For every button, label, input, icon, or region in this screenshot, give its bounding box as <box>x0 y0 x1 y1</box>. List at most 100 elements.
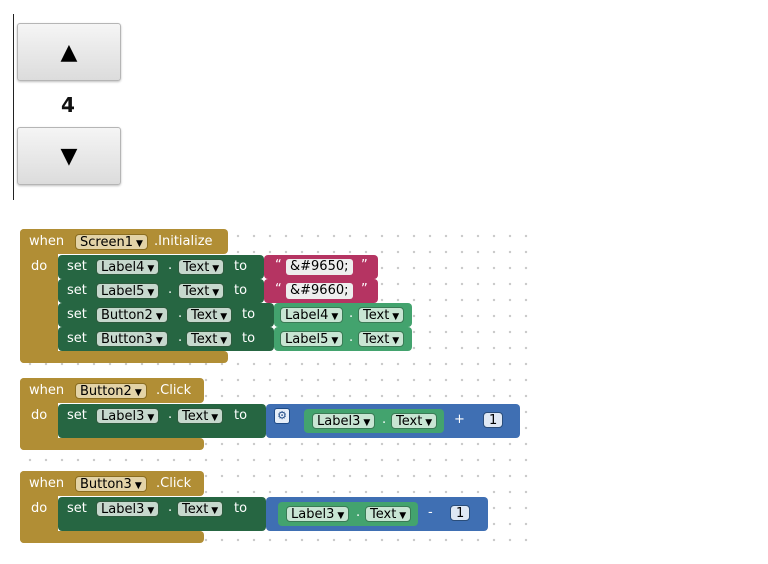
set-label3-block[interactable]: set Label3▼ . Text▼ to <box>58 404 266 438</box>
component-dropdown[interactable]: Button2▼ <box>75 383 147 399</box>
blocks-workspace[interactable]: when Screen1▼ .Initialize do set Label4▼… <box>18 224 528 554</box>
property-dropdown[interactable]: Text▼ <box>178 283 225 299</box>
open-quote: “ <box>275 258 282 273</box>
component-name: Label4 <box>285 308 329 323</box>
dropdown-arrow-icon: ▼ <box>147 506 155 516</box>
dropdown-arrow-icon: ▼ <box>135 239 143 249</box>
dropdown-arrow-icon: ▼ <box>147 264 155 274</box>
component-dropdown[interactable]: Button3▼ <box>96 331 168 347</box>
property-dropdown[interactable]: Text▼ <box>358 331 405 347</box>
math-subtract-block[interactable]: Label3▼ . Text▼ - 1 <box>266 497 488 531</box>
component-dropdown[interactable]: Label4▼ <box>96 259 160 275</box>
text-string-block[interactable]: “ &#9650; ” <box>264 255 378 279</box>
property-dropdown[interactable]: Text▼ <box>177 408 224 424</box>
string-value[interactable]: &#9660; <box>286 283 353 299</box>
property-dropdown[interactable]: Text▼ <box>365 506 412 522</box>
minus-operator: - <box>428 505 433 520</box>
close-quote: ” <box>361 282 368 297</box>
component-dropdown[interactable]: Label5▼ <box>280 331 344 347</box>
component-dropdown[interactable]: Button3▼ <box>75 476 147 492</box>
dropdown-arrow-icon: ▼ <box>212 264 220 274</box>
property-name: Text <box>191 332 218 347</box>
down-button[interactable]: ▼ <box>17 127 121 185</box>
dropdown-arrow-icon: ▼ <box>425 418 433 428</box>
property-name: Text <box>191 308 218 323</box>
component-dropdown[interactable]: Label5▼ <box>96 283 160 299</box>
dot-separator: . <box>168 500 173 515</box>
to-keyword: to <box>234 408 248 423</box>
component-name: Screen1 <box>80 235 133 250</box>
dot-separator: . <box>168 407 173 422</box>
property-name: Text <box>363 308 390 323</box>
dropdown-arrow-icon: ▼ <box>212 288 220 298</box>
dot-separator: . <box>168 282 173 297</box>
component-dropdown[interactable]: Label4▼ <box>280 307 344 323</box>
event-name: .Click <box>156 383 192 398</box>
component-name: Label5 <box>285 332 329 347</box>
string-value[interactable]: &#9650; <box>286 259 353 275</box>
component-name: Button3 <box>101 332 153 347</box>
do-keyword: do <box>31 259 48 274</box>
do-keyword: do <box>31 501 48 516</box>
property-dropdown[interactable]: Text▼ <box>178 259 225 275</box>
to-keyword: to <box>242 331 256 346</box>
component-name: Button3 <box>80 477 132 492</box>
property-name: Text <box>182 502 209 517</box>
down-triangle-icon: ▼ <box>60 143 78 169</box>
set-keyword: set <box>67 259 87 274</box>
get-label4-text-block[interactable]: Label4▼ . Text▼ <box>274 303 412 327</box>
set-button2-block[interactable]: set Button2▼ . Text▼ to <box>58 303 274 327</box>
to-keyword: to <box>234 259 248 274</box>
text-string-block[interactable]: “ &#9660; ” <box>264 279 378 303</box>
property-dropdown[interactable]: Text▼ <box>358 307 405 323</box>
button3-click-block[interactable]: when Button3▼ .Click do <box>20 471 206 543</box>
component-dropdown[interactable]: Label3▼ <box>96 501 160 517</box>
preview-border <box>13 14 14 200</box>
dropdown-arrow-icon: ▼ <box>331 336 339 346</box>
screen1-initialize-block[interactable]: when Screen1▼ .Initialize do <box>20 229 230 363</box>
property-dropdown[interactable]: Text▼ <box>186 331 233 347</box>
math-add-block[interactable]: ⚙ Label3▼ . Text▼ + 1 <box>266 404 520 438</box>
dot-separator: . <box>178 330 183 345</box>
dropdown-arrow-icon: ▼ <box>220 336 228 346</box>
component-name: Label3 <box>101 502 145 517</box>
dot-separator: . <box>382 412 387 427</box>
component-dropdown[interactable]: Label3▼ <box>312 413 376 429</box>
component-dropdown[interactable]: Button2▼ <box>96 307 168 323</box>
get-label3-text-block[interactable]: Label3▼ . Text▼ <box>278 502 418 526</box>
dropdown-arrow-icon: ▼ <box>220 312 228 322</box>
event-footer <box>20 438 204 450</box>
open-quote: “ <box>275 282 282 297</box>
component-dropdown[interactable]: Label3▼ <box>286 506 350 522</box>
when-keyword: when <box>29 234 65 249</box>
number-field[interactable]: 1 <box>483 412 504 428</box>
dropdown-arrow-icon: ▼ <box>392 312 400 322</box>
component-name: Label3 <box>101 409 145 424</box>
up-triangle-icon: ▲ <box>60 39 78 65</box>
when-keyword: when <box>29 383 65 398</box>
button2-click-block[interactable]: when Button2▼ .Click do <box>20 378 206 450</box>
number-field[interactable]: 1 <box>450 505 471 521</box>
component-dropdown[interactable]: Label3▼ <box>96 408 160 424</box>
event-footer <box>20 351 228 363</box>
dropdown-arrow-icon: ▼ <box>211 506 219 516</box>
property-dropdown[interactable]: Text▼ <box>391 413 438 429</box>
property-name: Text <box>363 332 390 347</box>
property-dropdown[interactable]: Text▼ <box>177 501 224 517</box>
gear-icon[interactable]: ⚙ <box>274 408 290 424</box>
component-dropdown[interactable]: Screen1▼ <box>75 234 148 250</box>
counter-label: 4 <box>61 93 75 117</box>
set-label5-block[interactable]: set Label5▼ . Text▼ to <box>58 279 264 303</box>
get-label5-text-block[interactable]: Label5▼ . Text▼ <box>274 327 412 351</box>
up-button[interactable]: ▲ <box>17 23 121 81</box>
dropdown-arrow-icon: ▼ <box>392 336 400 346</box>
dot-separator: . <box>178 306 183 321</box>
set-label3-block[interactable]: set Label3▼ . Text▼ to <box>58 497 266 531</box>
set-label4-block[interactable]: set Label4▼ . Text▼ to <box>58 255 264 279</box>
set-button3-block[interactable]: set Button3▼ . Text▼ to <box>58 327 274 351</box>
property-dropdown[interactable]: Text▼ <box>186 307 233 323</box>
dropdown-arrow-icon: ▼ <box>147 288 155 298</box>
get-label3-text-block[interactable]: Label3▼ . Text▼ <box>304 409 444 433</box>
dropdown-arrow-icon: ▼ <box>134 388 142 398</box>
dropdown-arrow-icon: ▼ <box>155 312 163 322</box>
